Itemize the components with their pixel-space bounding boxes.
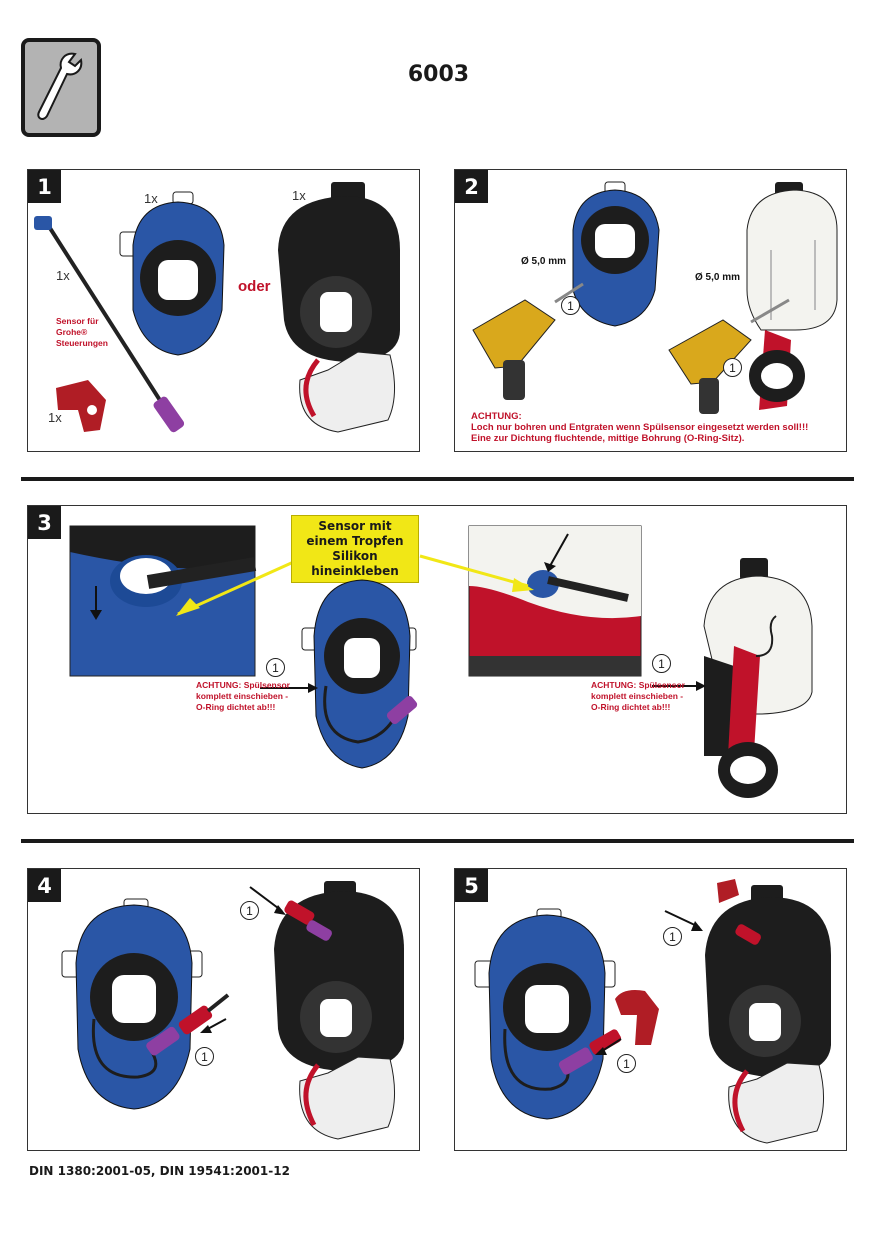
step-number: 2 [455, 170, 488, 203]
qty-cable: 1x [56, 268, 70, 283]
step-number: 1 [28, 170, 61, 203]
callout-marker-b: 1 [723, 358, 742, 377]
callout-marker-b: 1 [195, 1047, 214, 1066]
drill-siphon-illustration [668, 182, 838, 414]
step-number: 5 [455, 869, 488, 902]
silicone-callout: Sensor mit einem Tropfen Silikon hineink… [291, 515, 419, 583]
sensor-cable-illustration [34, 216, 185, 433]
page-title: 6003 [407, 62, 470, 87]
qty-sensor: 1x [144, 191, 158, 206]
warning-line-1: Loch nur bohren und Entgraten wenn Spüls… [471, 422, 809, 433]
step-5-panel: 5 1 1 [454, 868, 847, 1151]
warning-line-2: Eine zur Dichtung fluchtende, mittige Bo… [471, 433, 745, 444]
warning-a: ACHTUNG: Spülsensor komplett einschieben… [196, 680, 290, 712]
qty-siphon: 1x [292, 188, 306, 203]
qty-clip: 1x [48, 410, 62, 425]
callout-marker-a: 1 [266, 658, 285, 677]
step-number: 3 [28, 506, 61, 539]
oder-label: oder [238, 278, 271, 295]
siphon-illustration [278, 182, 400, 433]
warning-b: ACHTUNG: Spülsensor komplett einschieben… [591, 680, 685, 712]
callout-marker-a: 1 [663, 927, 682, 946]
sensor-plate-illustration [119, 191, 225, 356]
drill-diameter-b: Ø 5,0 mm [695, 272, 741, 283]
step-1-panel: 1 1x Sensor für Grohe® Steuerungen 1x 1x… [27, 169, 420, 452]
norms-footer: DIN 1380:2001-05, DIN 19541:2001-12 [29, 1164, 290, 1178]
siphon-clip [664, 879, 831, 1144]
sensor-note: Sensor für Grohe® Steuerungen [56, 316, 108, 348]
clip-illustration [56, 380, 106, 432]
siphon-connect [249, 881, 404, 1140]
wrench-icon [37, 52, 83, 120]
drill-sensor-plate-illustration [472, 181, 660, 400]
step-4-panel: 4 1 1 [27, 868, 420, 1151]
warning-title: ACHTUNG: [471, 411, 522, 422]
sensor-plate-connect [61, 898, 230, 1110]
callout-marker-a: 1 [240, 901, 259, 920]
step-3-panel: 3 Sensor mit einem Tropfen Silikon hinei… [27, 505, 847, 814]
callout-marker-a: 1 [561, 296, 580, 315]
section-divider [21, 839, 854, 843]
sensor-plate-installed [260, 579, 418, 769]
drill-diameter-a: Ø 5,0 mm [521, 256, 567, 267]
callout-marker-b: 1 [652, 654, 671, 673]
siphon-installed [652, 558, 813, 798]
detail-closeup-right [419, 525, 642, 677]
detail-closeup-left [69, 525, 299, 677]
sensor-plate-clip [474, 908, 659, 1120]
tool-box [21, 38, 101, 137]
step-2-panel: 2 Ø 5,0 mm 1 Ø 5,0 mm 1 ACHTUNG: Loch nu… [454, 169, 847, 452]
callout-marker-b: 1 [617, 1054, 636, 1073]
step-number: 4 [28, 869, 61, 902]
section-divider [21, 477, 854, 481]
